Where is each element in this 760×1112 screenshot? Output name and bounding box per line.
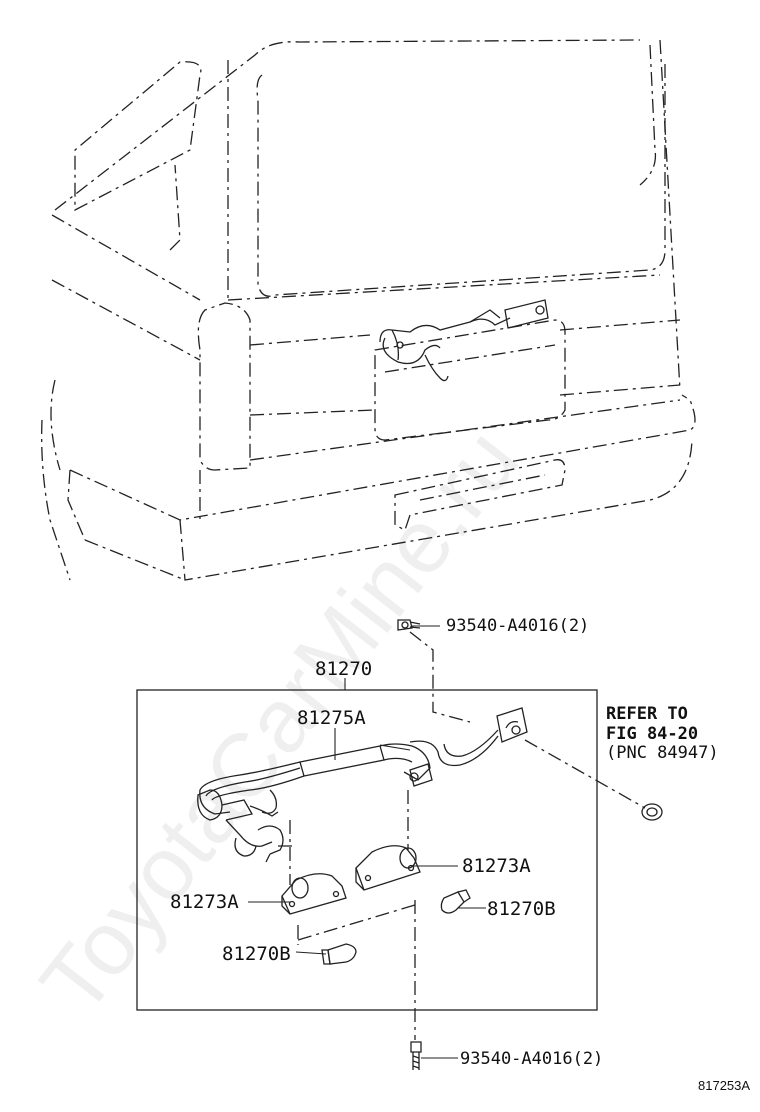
refer-line-1: REFER TO (606, 704, 688, 724)
label-harness: 81275A (297, 707, 366, 729)
license-lamp-right-icon (355, 845, 421, 891)
vehicle-rear-outline (41, 39, 696, 581)
figure-id: 817253A (698, 1078, 750, 1093)
label-lamp-right: 81273A (462, 855, 531, 877)
label-bulb-right: 81270B (487, 898, 556, 920)
label-bolt-bottom: 93540-A4016(2) (460, 1049, 603, 1069)
wire-harness-81275a (197, 707, 528, 863)
label-bolt-top: 93540-A4016(2) (446, 616, 589, 636)
label-bulb-left: 81270B (222, 943, 291, 965)
bulb-right-icon (440, 889, 471, 914)
bolt-bottom-icon (410, 1041, 422, 1070)
assembly-box (136, 689, 598, 1011)
refer-line-3: (PNC 84947) (606, 743, 719, 763)
bulb-left-icon (321, 943, 357, 965)
refer-line-2: FIG 84-20 (606, 724, 698, 744)
vehicle-harness-sketch (379, 299, 549, 382)
label-assembly: 81270 (315, 658, 372, 680)
label-lamp-left: 81273A (170, 891, 239, 913)
grommet-icon (641, 803, 663, 821)
license-lamp-left-icon (281, 873, 347, 915)
watermark: ToyotaCarMine.ru (22, 411, 538, 1032)
bolt-top-icon (397, 619, 421, 631)
